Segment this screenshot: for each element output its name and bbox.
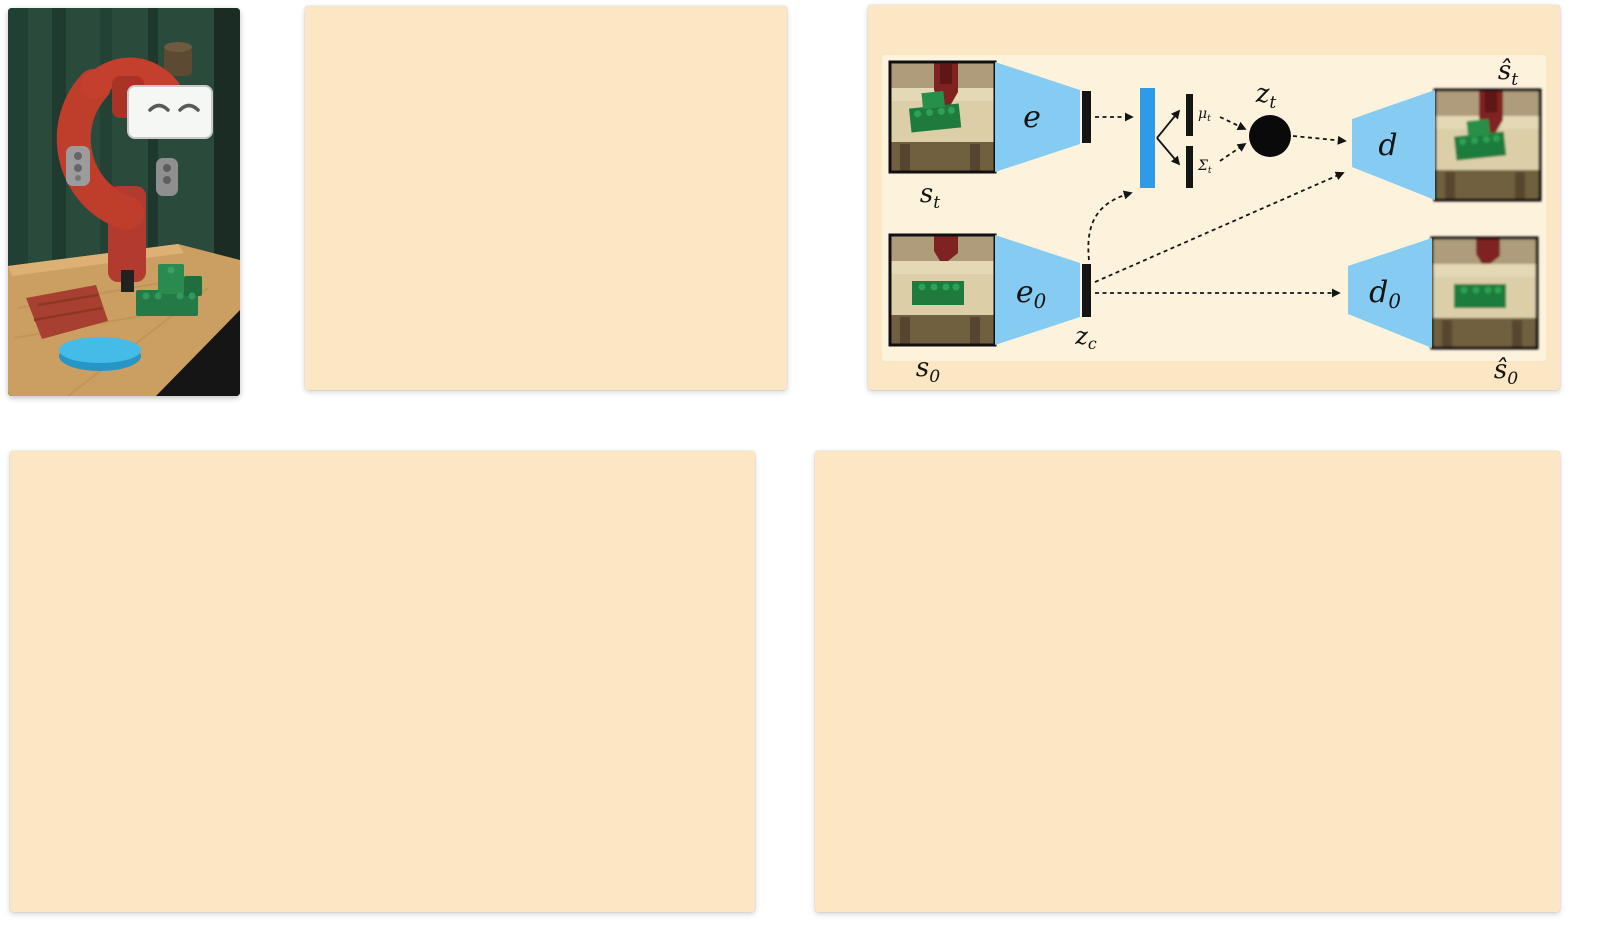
label-s-hat-t: ŝt [1498,56,1518,90]
robot-workspace-photo [8,8,240,396]
mu-bar [1186,94,1193,136]
red-cloth [26,285,108,339]
label-e: e [1023,100,1041,135]
arrow-mu-to-zt [1219,116,1247,130]
arrow-sigma-to-zt [1219,142,1247,162]
vae-architecture-panel: st e μt Σt zt d ŝt s0 e0 zc d0 ŝ0 [868,5,1560,390]
reconstruction-image-st [1433,88,1542,202]
input-image-s0 [888,233,997,347]
arm-control-pad-2 [156,158,178,196]
green-blocks [136,264,202,316]
dark-corner [156,310,240,396]
decoder-d-trapezoid [1352,90,1435,200]
latent-sample-zt [1249,115,1291,157]
gripper [121,270,134,292]
label-s-0: s0 [916,353,940,387]
vae-architecture-diagram: st e μt Σt zt d ŝt s0 e0 zc d0 ŝ0 [882,55,1546,389]
placeholder-panel-bottom-left [10,451,755,912]
arrow-zt-to-d [1292,135,1347,145]
sawyer-robot-arm [56,57,213,292]
arrow-fc-to-sigma [1156,137,1181,166]
label-s-t: st [920,179,940,213]
encoder-e-trapezoid [995,62,1080,172]
label-mu-t: μt [1198,106,1211,124]
arm-control-pad [66,146,90,186]
placeholder-panel-bottom-right [815,451,1560,912]
label-s-hat-0: ŝ0 [1494,355,1518,389]
robot-photo-illustration [8,8,240,396]
decoder-d0-trapezoid [1348,238,1432,348]
encoder-output-bar [1082,91,1091,143]
label-d-0: d0 [1369,275,1401,313]
context-latent-zc-bar [1082,264,1091,317]
sigma-bar [1186,146,1193,188]
cylinder-object [164,46,192,76]
label-e-0: e0 [1016,275,1046,313]
label-z-t: zt [1255,79,1277,113]
fc-layer-bar [1140,88,1155,188]
arrow-zc-to-d [1094,171,1345,283]
arrow-fc-to-mu [1156,109,1181,139]
placeholder-panel-top [305,6,787,390]
arrow-zc-to-fc [1087,190,1133,261]
encoder-e0-trapezoid [995,235,1080,345]
label-z-c: zc [1074,322,1097,353]
blue-disc [59,337,141,371]
robot-head-screen [127,85,213,139]
input-image-st [888,60,997,174]
reconstruction-image-s0 [1430,236,1539,350]
label-d: d [1378,128,1397,163]
label-sigma-t: Σt [1197,158,1212,176]
